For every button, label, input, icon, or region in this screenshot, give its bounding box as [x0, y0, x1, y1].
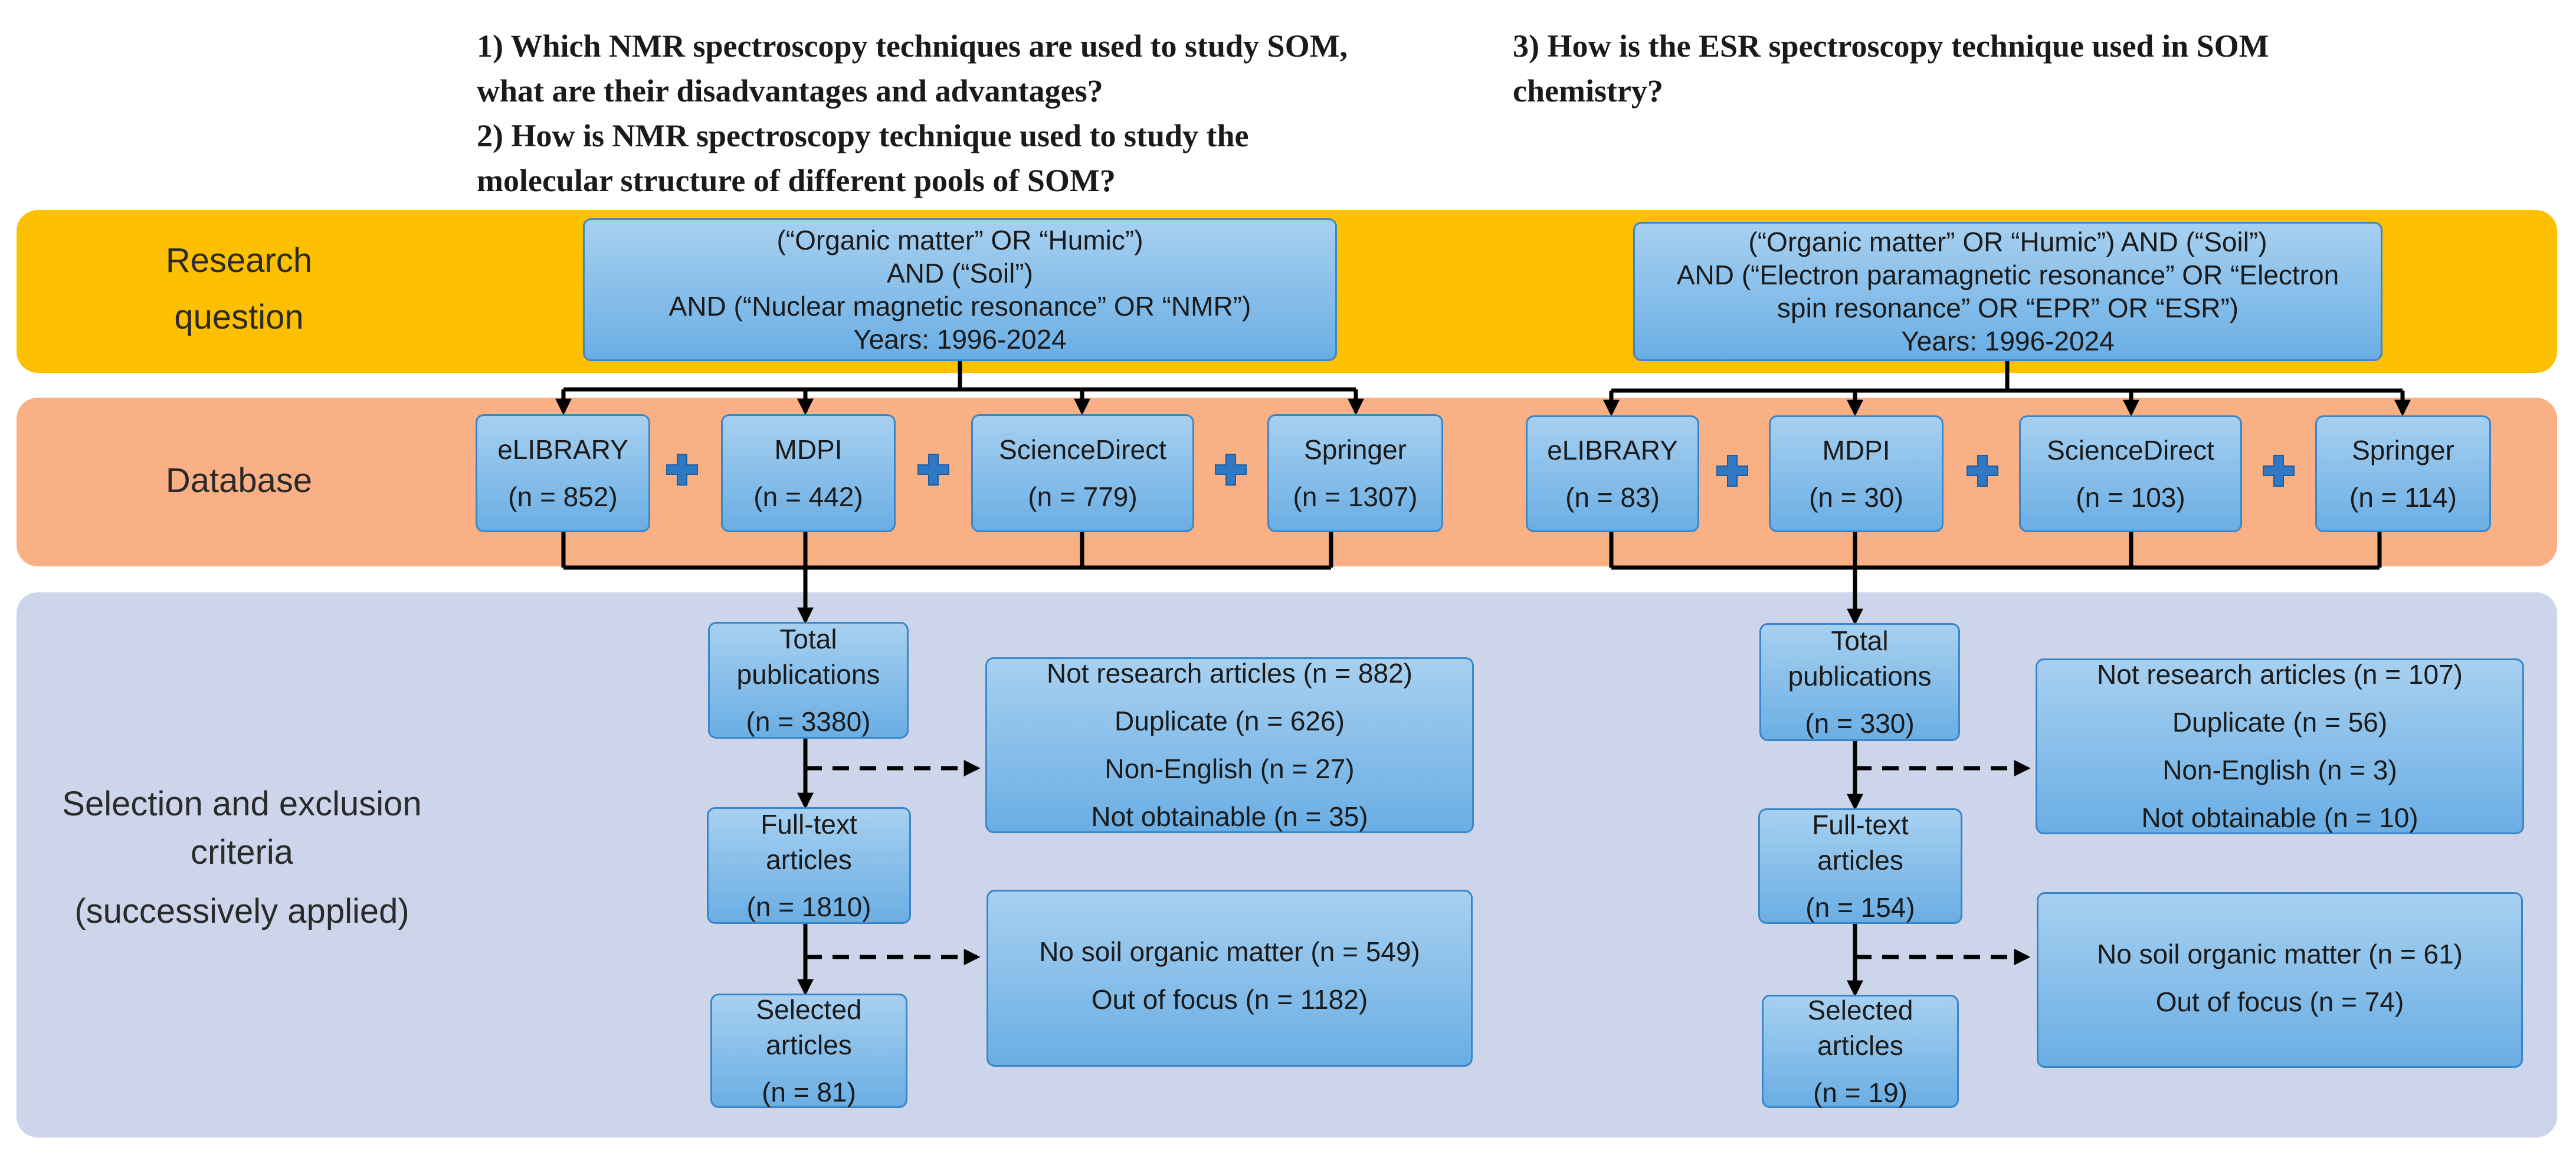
nmr-selected-articles: Selected articles (n = 81)	[710, 994, 907, 1108]
plus-icon	[917, 454, 949, 486]
query-line: (“Organic matter” OR “Humic”) AND (“Soil…	[1748, 227, 2267, 257]
questions-nmr: 1) Which NMR spectroscopy techniques are…	[477, 24, 1475, 203]
query-line: AND (“Nuclear magnetic resonance” OR “NM…	[668, 291, 1251, 322]
plus-icon	[1215, 454, 1247, 486]
research-question-label: Research question	[165, 241, 313, 336]
nmr-database-springer: Springer (n = 1307)	[1267, 414, 1443, 532]
esr-database-sciencedirect: ScienceDirect (n = 103)	[2019, 415, 2242, 532]
nmr-search-query-box: (“Organic matter” OR “Humic”) AND (“Soil…	[583, 218, 1337, 361]
question-line: 1) Which NMR spectroscopy techniques are…	[477, 28, 1348, 64]
nmr-exclusion-box-2: No soil organic matter (n = 549) Out of …	[987, 890, 1473, 1067]
question-line: chemistry?	[1513, 73, 1663, 109]
esr-total-publications: Total publications (n = 330)	[1759, 623, 1960, 741]
esr-exclusion-box-1: Not research articles (n = 107) Duplicat…	[2036, 658, 2524, 834]
nmr-database-elibrary: eLIBRARY (n = 852)	[476, 414, 650, 532]
query-line: (“Organic matter” OR “Humic”)	[776, 225, 1143, 255]
query-line: spin resonance” OR “EPR” OR “ESR”)	[1777, 293, 2239, 323]
esr-search-query-box: (“Organic matter” OR “Humic”) AND (“Soil…	[1633, 222, 2382, 361]
query-line: Years: 1996-2024	[853, 324, 1067, 355]
plus-icon	[1967, 455, 1998, 487]
plus-icon	[1716, 455, 1748, 487]
questions-esr: 3) How is the ESR spectroscopy technique…	[1513, 24, 2539, 113]
esr-database-mdpi: MDPI (n = 30)	[1769, 415, 1944, 532]
esr-selected-articles: Selected articles (n = 19)	[1762, 995, 1959, 1108]
nmr-total-publications: Total publications (n = 3380)	[708, 622, 909, 739]
nmr-exclusion-box-1: Not research articles (n = 882) Duplicat…	[985, 657, 1474, 833]
esr-fulltext-articles: Full-text articles (n = 154)	[1758, 808, 1962, 924]
plus-icon	[2263, 455, 2295, 487]
question-line: 2) How is NMR spectroscopy technique use…	[477, 118, 1249, 153]
query-line: AND (“Soil”)	[887, 258, 1033, 289]
query-line: Years: 1996-2024	[1901, 326, 2115, 356]
question-line: what are their disadvantages and advanta…	[477, 73, 1103, 109]
query-line: AND (“Electron paramagnetic resonance” O…	[1676, 260, 2339, 290]
esr-exclusion-box-2: No soil organic matter (n = 61) Out of f…	[2037, 892, 2523, 1068]
nmr-fulltext-articles: Full-text articles (n = 1810)	[707, 807, 911, 924]
question-line: molecular structure of different pools o…	[477, 163, 1116, 198]
nmr-database-sciencedirect: ScienceDirect (n = 779)	[971, 414, 1194, 532]
database-label: Database	[165, 461, 313, 500]
selection-criteria-label: Selection and exclusion criteria (succes…	[62, 785, 422, 930]
nmr-database-mdpi: MDPI (n = 442)	[721, 414, 896, 532]
esr-database-springer: Springer (n = 114)	[2315, 415, 2491, 532]
esr-database-elibrary: eLIBRARY (n = 83)	[1526, 415, 1699, 532]
question-line: 3) How is the ESR spectroscopy technique…	[1513, 28, 2269, 64]
plus-icon	[666, 454, 698, 486]
